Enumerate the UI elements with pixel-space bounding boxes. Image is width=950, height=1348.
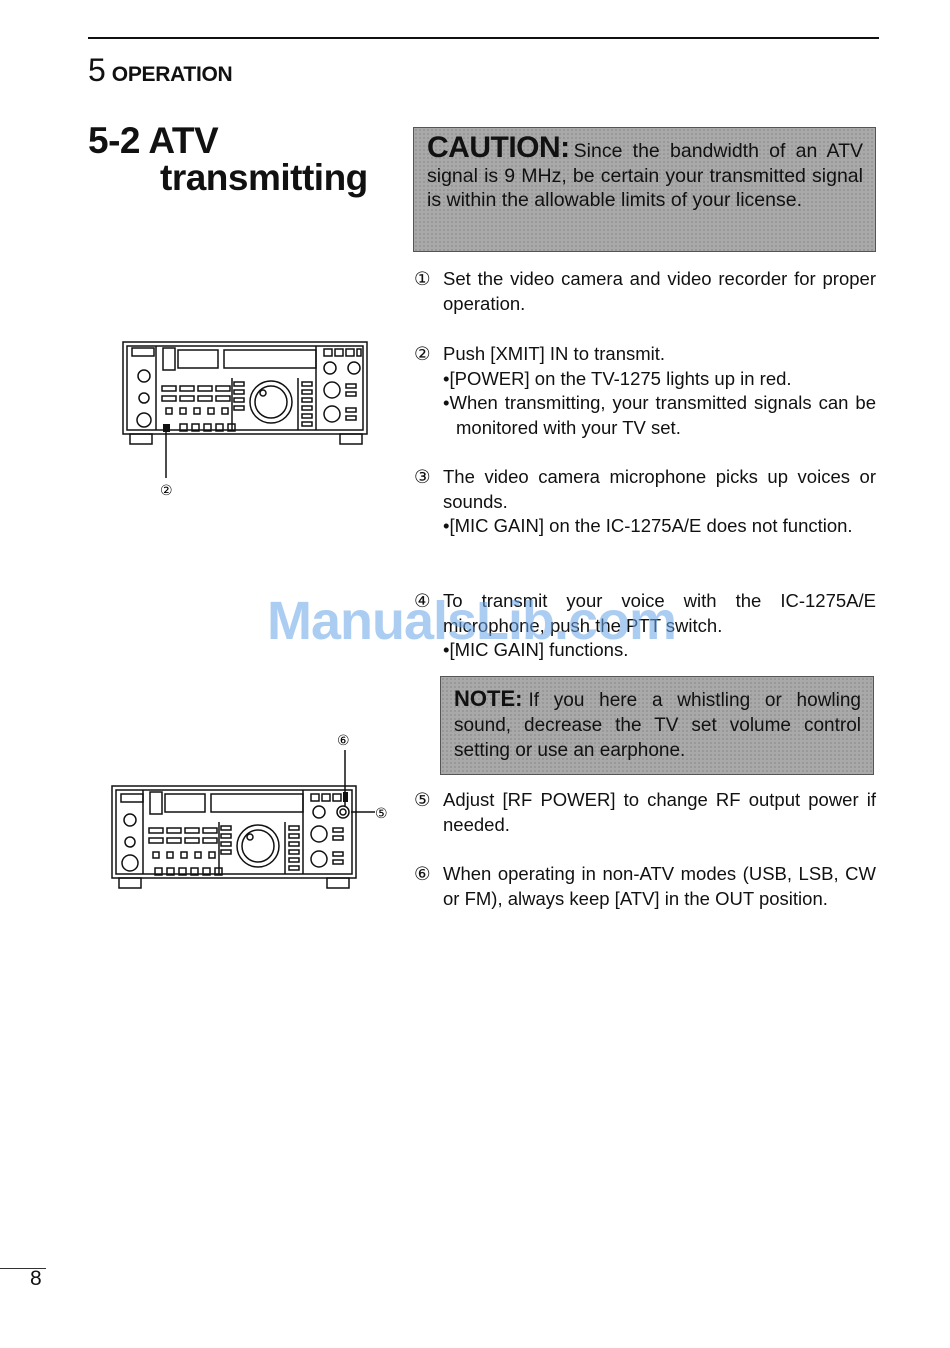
step-3: ③ The video camera microphone picks up v… bbox=[414, 465, 876, 539]
step-5-text: Adjust [RF POWER] to change RF output po… bbox=[443, 789, 876, 835]
step-2: ② Push [XMIT] IN to transmit. •[POWER] o… bbox=[414, 342, 876, 440]
step-6-text: When operating in non-ATV modes (USB, LS… bbox=[443, 863, 876, 909]
note-box: NOTE:If you here a whistling or howling … bbox=[440, 676, 874, 775]
transceiver-front-panel-illustration-top: ② bbox=[122, 341, 368, 499]
chapter-number: 5 bbox=[88, 52, 106, 88]
step-1-number: ① bbox=[414, 268, 431, 289]
step-2-number: ② bbox=[414, 343, 431, 364]
step-1: ① Set the video camera and video recorde… bbox=[414, 267, 876, 316]
step-3-text: The video camera microphone picks up voi… bbox=[443, 466, 876, 512]
step-3-bullet-1: •[MIC GAIN] on the IC-1275A/E does not f… bbox=[443, 515, 853, 536]
caution-label: CAUTION: bbox=[427, 131, 570, 164]
top-rule bbox=[88, 37, 879, 39]
watermark: ManualsLib.com bbox=[267, 591, 677, 651]
note-text: If you here a whistling or howling sound… bbox=[454, 690, 861, 761]
chapter-title: OPERATION bbox=[111, 63, 233, 86]
step-2-bullet-1: •[POWER] on the TV-1275 lights up in red… bbox=[443, 367, 792, 389]
step-2-bullet-2: •When transmitting, your transmitted sig… bbox=[443, 392, 876, 438]
step-6: ⑥ When operating in non-ATV modes (USB, … bbox=[414, 862, 876, 911]
step-4-bullet-1: •[MIC GAIN] functions. bbox=[443, 639, 629, 660]
transceiver-front-panel-illustration-bottom: ⑥ ⑤ bbox=[111, 733, 388, 889]
caution-text: Since the bandwidth of an ATV signal is … bbox=[427, 140, 863, 211]
step-2-text: Push [XMIT] IN to transmit. bbox=[443, 343, 666, 364]
step-6-number: ⑥ bbox=[414, 863, 431, 884]
section-title-line2: transmitting bbox=[160, 157, 368, 198]
note-label: NOTE: bbox=[454, 686, 523, 711]
step-4: ④ To transmit your voice with the IC-127… bbox=[414, 589, 876, 663]
step-1-text: Set the video camera and video recorder … bbox=[443, 268, 876, 314]
callout-2: ② bbox=[160, 483, 173, 499]
step-5: ⑤ Adjust [RF POWER] to change RF output … bbox=[414, 788, 876, 837]
step-5-number: ⑤ bbox=[414, 789, 431, 810]
step-4-text: To transmit your voice with the IC-1275A… bbox=[443, 590, 876, 636]
callout-5: ⑤ bbox=[375, 806, 388, 822]
page-number-rule bbox=[0, 1268, 46, 1269]
step-3-number: ③ bbox=[414, 466, 431, 487]
caution-box: CAUTION:Since the bandwidth of an ATV si… bbox=[413, 127, 876, 252]
page-number: 8 bbox=[30, 1267, 42, 1290]
step-4-number: ④ bbox=[414, 590, 431, 611]
callout-6: ⑥ bbox=[337, 733, 350, 749]
section-title-line1: 5-2 ATV bbox=[88, 120, 219, 161]
